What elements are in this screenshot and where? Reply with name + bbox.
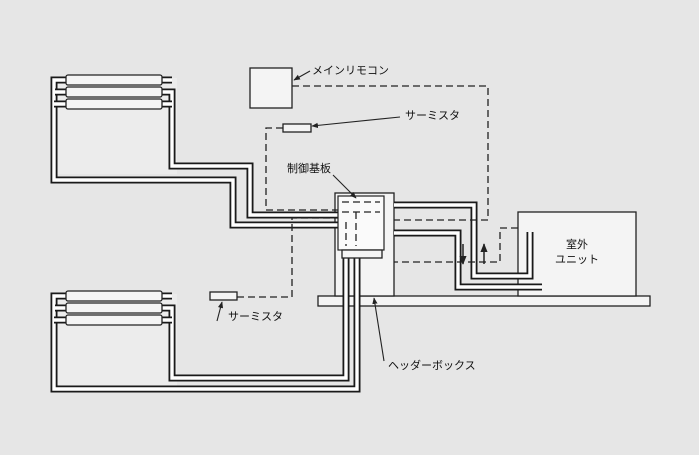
thermistor-top	[282, 123, 312, 133]
thermistor-top-label: サーミスタ	[405, 109, 460, 122]
outdoor-connection-pipes	[394, 201, 542, 291]
thermistor-bottom-pointer	[216, 301, 224, 322]
main-remote-unit	[249, 67, 293, 109]
header-box-label: ヘッダーボックス	[388, 358, 476, 372]
lower-panel-pipe-2	[65, 302, 163, 314]
lower-panel-pipe-3	[65, 314, 163, 326]
control-board	[337, 195, 385, 251]
thermistor-top-pointer	[311, 116, 401, 129]
flow-arrows	[459, 243, 488, 265]
header-manifold	[341, 249, 383, 259]
control-board-label: 制御基板	[287, 161, 331, 175]
upper-heating-panel	[50, 74, 345, 229]
signal-wiring	[237, 85, 518, 298]
control-board-pointer	[332, 174, 357, 199]
lower-heating-panel	[50, 255, 361, 393]
header-box-pointer	[372, 297, 385, 362]
main-remote-label: メインリモコン	[312, 64, 389, 77]
main-remote-pointer	[293, 70, 311, 81]
outdoor-unit-label-line1: 室外	[566, 237, 588, 251]
lower-panel-pipe-1	[65, 290, 163, 302]
outdoor-unit-label-line2: ユニット	[555, 253, 599, 266]
upper-panel-pipe-1	[65, 74, 163, 86]
upper-panel-pipe-3	[65, 98, 163, 110]
base-platform	[317, 295, 651, 307]
thermistor-bottom	[209, 291, 238, 301]
thermistor-bottom-label: サーミスタ	[228, 310, 283, 323]
upper-panel-pipe-2	[65, 86, 163, 98]
outdoor-unit	[517, 211, 637, 297]
